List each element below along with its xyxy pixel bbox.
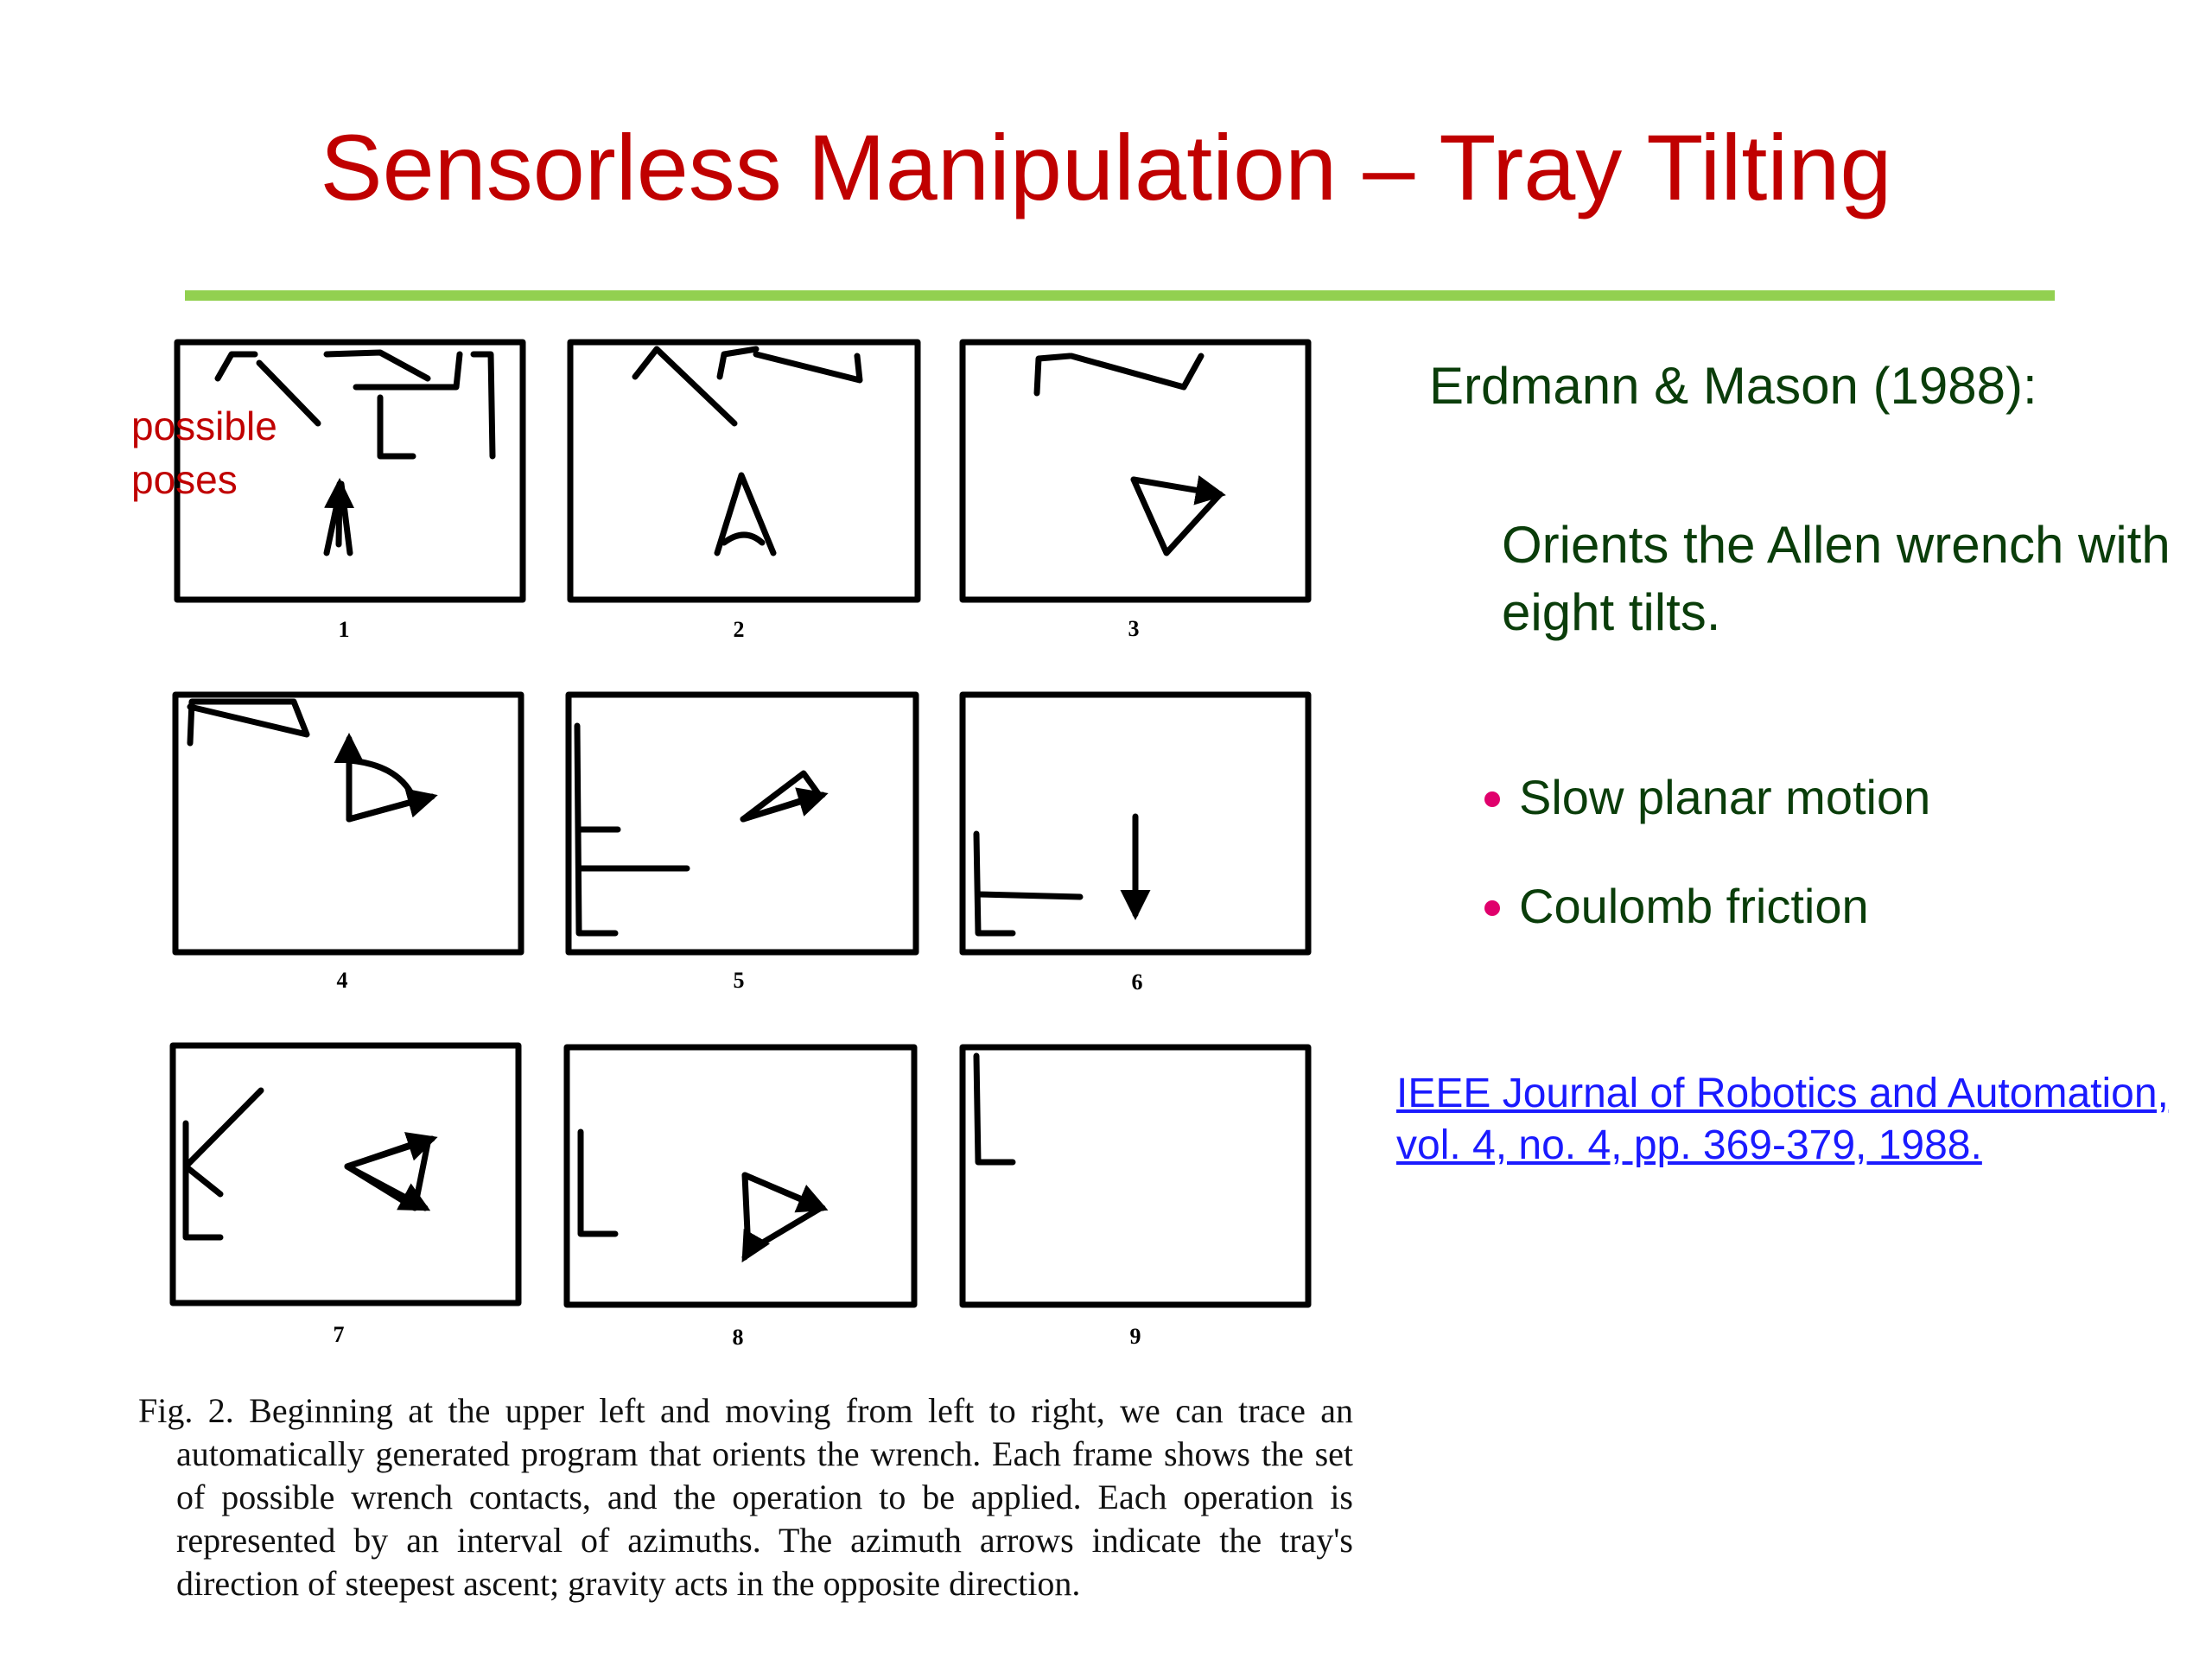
wrench-pose — [182, 1120, 224, 1241]
bullet-list: Slow planar motion Coulomb friction — [1479, 769, 1930, 987]
bullet-item: Slow planar motion — [1479, 769, 1930, 878]
frame-label: 6 — [1132, 969, 1143, 995]
frame-8 — [563, 1044, 918, 1308]
bullet-text: Coulomb friction — [1519, 879, 1869, 933]
wrench-pose — [973, 830, 1016, 937]
bullet-text: Slow planar motion — [1519, 770, 1931, 824]
azimuth-arrow — [741, 1229, 771, 1263]
wrench-pose — [323, 349, 431, 382]
wrench-pose — [1033, 353, 1073, 397]
azimuth-arrow — [324, 478, 355, 548]
wrench-pose — [714, 472, 777, 556]
reference-line[interactable]: vol. 4, no. 4, pp. 369-379, 1988. — [1396, 1122, 1982, 1168]
bullet-dot-icon — [1484, 900, 1500, 916]
wrench-pose — [1068, 353, 1205, 391]
figure-caption: Fig. 2. Beginning at the upper left and … — [138, 1389, 1353, 1605]
wrench-pose — [187, 698, 310, 747]
frame-label: 5 — [734, 968, 745, 993]
wrench-pose — [753, 351, 863, 384]
azimuth-arrow — [741, 1172, 829, 1213]
frame-3 — [959, 339, 1312, 603]
azimuth-arc — [1130, 476, 1224, 556]
caption-text: Fig. 2. Beginning at the upper left and … — [138, 1391, 1353, 1603]
frame-7 — [169, 1042, 522, 1306]
frame-label: 2 — [734, 617, 745, 642]
wrench-pose — [975, 891, 1084, 900]
frame-label: 4 — [337, 968, 348, 993]
bullet-item: Coulomb friction — [1479, 878, 1930, 987]
azimuth-arc — [721, 531, 766, 546]
azimuth-arc — [740, 770, 823, 823]
annotation-line: poses — [131, 457, 238, 502]
frame-6 — [959, 691, 1312, 956]
reference-link[interactable]: IEEE Journal of Robotics and Automation,… — [1396, 1068, 2209, 1172]
frame-9 — [959, 1044, 1312, 1308]
wrench-pose — [470, 351, 496, 460]
possible-poses-annotation: possible poses — [131, 399, 277, 506]
frame-2 — [567, 339, 921, 603]
wrench-pose — [182, 1087, 264, 1198]
frame-label: 8 — [733, 1325, 744, 1350]
annotation-line: possible — [131, 404, 277, 448]
wrench-pose — [377, 394, 416, 460]
azimuth-arc — [346, 757, 416, 800]
wrench-pose — [256, 359, 321, 427]
azimuth-arrow — [346, 788, 438, 823]
frame-5 — [565, 691, 919, 956]
wrench-pose — [632, 346, 738, 427]
azimuth-arrow — [344, 1132, 438, 1170]
wrench-pose — [574, 722, 619, 937]
frame-4 — [172, 691, 524, 956]
wrench-pose — [214, 351, 258, 382]
wrench-pose — [716, 346, 760, 380]
frame-1 — [174, 339, 526, 603]
azimuth-arrow — [740, 787, 829, 823]
azimuth-arrow — [344, 1163, 431, 1211]
frame-label: 9 — [1130, 1324, 1141, 1349]
slide-title: Sensorless Manipulation – Tray Tilting — [320, 115, 1892, 219]
reference-line[interactable]: IEEE Journal of Robotics and Automation, — [1396, 1071, 2169, 1116]
frame-label: 1 — [339, 617, 350, 642]
description: Orients the Allen wrench with eight tilt… — [1502, 516, 2171, 641]
title-divider — [185, 290, 2055, 301]
frame-label: 3 — [1128, 616, 1140, 641]
bullet-dot-icon — [1484, 791, 1500, 807]
wrench-pose — [353, 351, 463, 391]
azimuth-arc — [741, 1172, 824, 1255]
wrench-pose — [973, 1052, 1016, 1166]
citation-heading: Erdmann & Mason (1988): — [1429, 357, 2037, 415]
frame-label: 7 — [334, 1322, 345, 1347]
azimuth-arrow — [1130, 475, 1226, 505]
wrench-pose — [577, 1128, 619, 1237]
